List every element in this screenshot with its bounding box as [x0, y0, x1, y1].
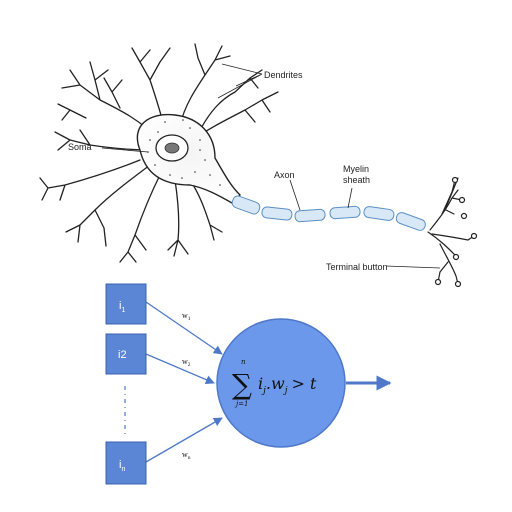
input-box-2: [105, 333, 147, 375]
terminal-button-label: Terminal button: [326, 262, 388, 272]
input-box-1: [105, 283, 147, 325]
formula-body: ij.wj> t: [258, 374, 317, 396]
weight-label-n: wn: [182, 450, 191, 461]
axon-label: Axon: [274, 170, 295, 180]
summation-node: [216, 318, 346, 448]
myelin-label-line1: Myelin: [343, 164, 369, 174]
arrow-input-2: [145, 353, 215, 384]
input-label-1: i1: [119, 300, 125, 314]
perceptron: i1 i2 in w1 w2 wn ∑ n j=1 ij.wj> t: [105, 283, 392, 485]
sum-symbol: ∑: [232, 368, 252, 401]
summation-formula: ∑ n j=1 ij.wj> t: [232, 358, 317, 408]
axon-terminals: [427, 176, 478, 288]
arrow-input-1: [145, 301, 223, 355]
input-label-n: in: [119, 459, 125, 473]
dendrites: [39, 43, 279, 263]
input-box-n: [105, 441, 147, 485]
myelin-label-line2: sheath: [343, 175, 370, 185]
dendrites-label: Dendrites: [264, 70, 303, 80]
neuron-illustration: [39, 43, 478, 288]
nucleolus: [164, 142, 180, 154]
neuron-labels: Dendrites Soma Axon Myelin sheath Termin…: [68, 63, 441, 272]
soma-label: Soma: [68, 142, 92, 152]
soma-texture: [147, 119, 221, 186]
weight-label-2: w2: [182, 357, 191, 368]
weight-label-1: w1: [182, 311, 191, 322]
myelin-sheath: [231, 195, 426, 231]
arrow-input-n: [145, 417, 223, 463]
sum-lower-limit: j=1: [234, 400, 249, 408]
input-label-2: i2: [118, 349, 127, 361]
sum-upper-limit: n: [241, 358, 246, 366]
